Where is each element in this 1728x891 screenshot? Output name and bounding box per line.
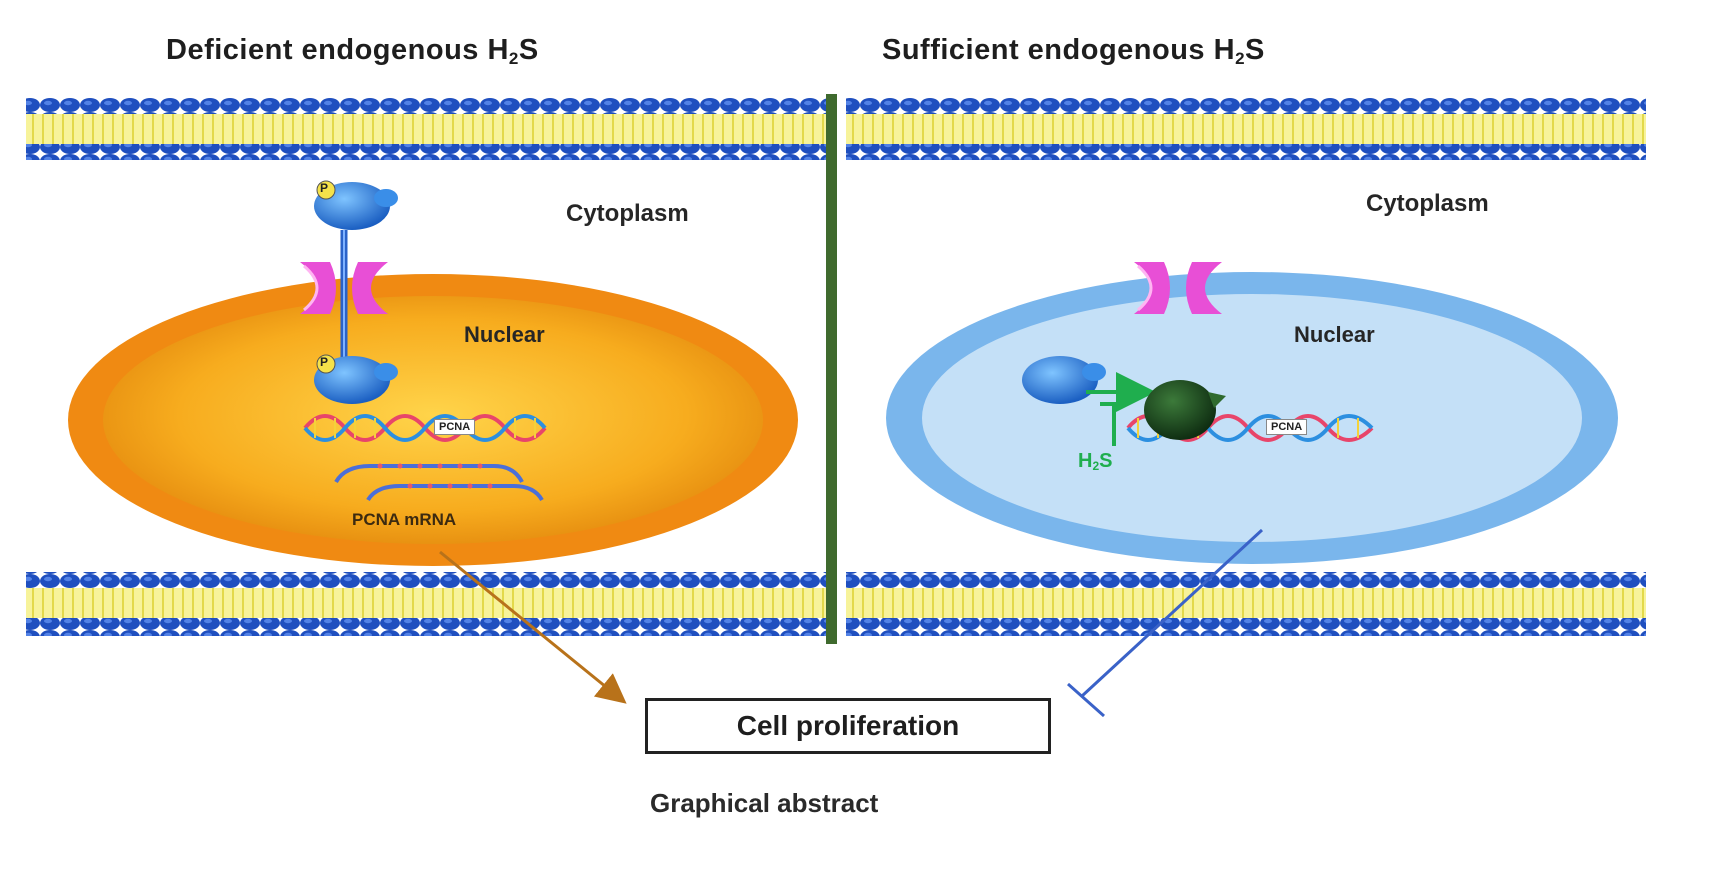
left-panel-title: Deficient endogenous H2S [166,34,539,68]
kinase-protein-icon [1022,356,1106,404]
right-cytoplasm-label: Cytoplasm [1366,190,1489,217]
pcna-mrna-label: PCNA mRNA [352,510,457,529]
inhibits-proliferation-line [1080,528,1264,698]
right-nuclear-label: Nuclear [1294,322,1375,347]
membrane-bottom-right [846,572,1646,636]
left-cytoplasm-label: Cytoplasm [566,200,689,227]
h2s-label: H2S [1078,450,1113,473]
panel-divider [826,94,837,644]
kinase-protein-icon [314,354,398,404]
dna-helix-icon [303,414,547,442]
promotes-proliferation-arrow [439,550,627,704]
phospho-tag: P [320,355,329,369]
left-nuclear-label: Nuclear [464,322,545,347]
kinase-protein-icon [314,180,398,230]
right-nucleus [886,272,1618,564]
pcna-gene-tag: PCNA [1266,419,1308,435]
membrane-top-left [26,98,826,160]
phospho-tag: P [320,181,329,195]
right-panel-title: Sufficient endogenous H2S [882,34,1265,68]
membrane-top-right [846,98,1646,160]
nuclear-pore-icon [1134,262,1222,314]
cell-proliferation-box: Cell proliferation [645,698,1051,754]
pcna-gene-tag: PCNA [434,419,476,435]
figure-caption: Graphical abstract [650,788,879,818]
mrna-strand-icon [334,463,544,502]
membrane-bottom-left [26,572,826,636]
transcription-factor-icon [1144,380,1226,440]
nuclear-pore-icon [300,262,388,314]
